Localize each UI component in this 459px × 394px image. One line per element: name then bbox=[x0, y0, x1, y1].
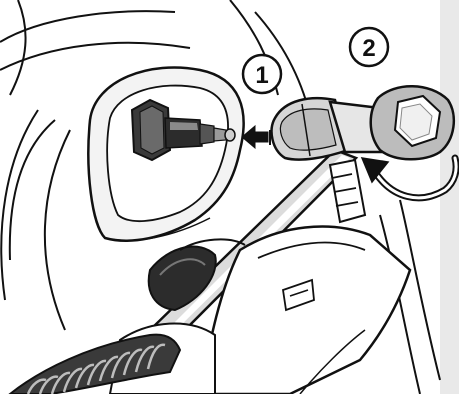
callout-1-label: 1 bbox=[255, 62, 268, 89]
callout-1: 1 bbox=[243, 55, 281, 93]
plug-recess bbox=[88, 67, 243, 240]
direction-arrow-icon bbox=[242, 126, 270, 148]
callout-2: 2 bbox=[350, 28, 388, 66]
callout-2-label: 2 bbox=[362, 35, 375, 62]
rotation-arrow-icon bbox=[362, 158, 456, 198]
